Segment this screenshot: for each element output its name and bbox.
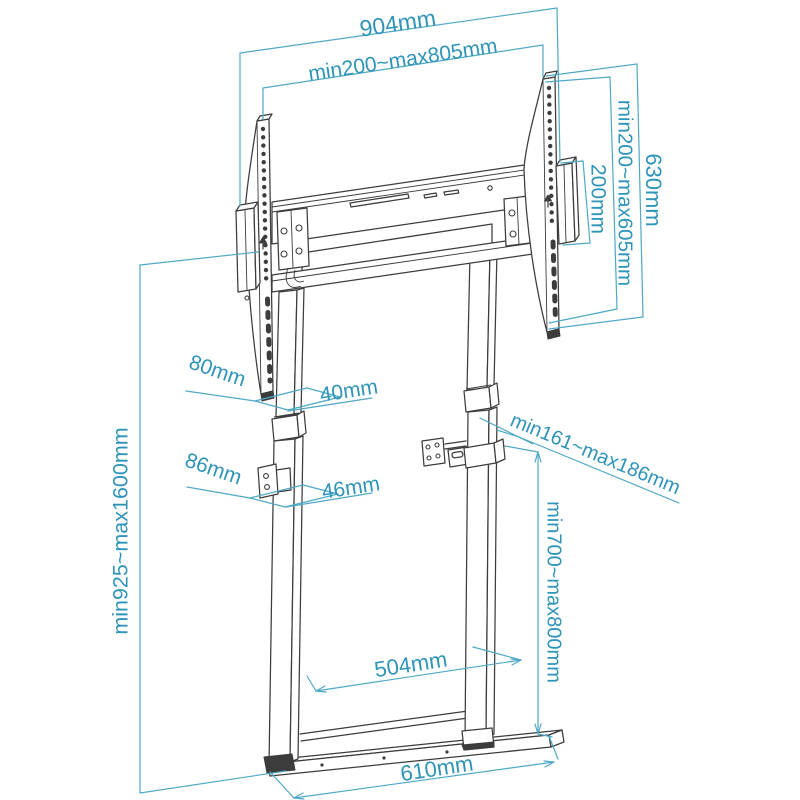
- dim-label-height-range: min925~max1600mm: [109, 427, 133, 634]
- dim-label-inner-width: 504mm: [373, 646, 449, 682]
- right-lift-column: [463, 249, 500, 740]
- mounting-bracket-left: [257, 463, 292, 499]
- right-foot: [461, 727, 495, 751]
- crossbar-assembly: [271, 162, 541, 293]
- base-back-bar: [299, 710, 469, 742]
- mounting-bracket-right: [421, 437, 506, 469]
- left-spacer-block: [235, 201, 261, 301]
- left-foot: [263, 753, 296, 774]
- dim-vesa-height: min200~max605mm: [545, 76, 637, 324]
- dim-label-bracket-offset: min161~max186mm: [507, 409, 683, 499]
- dim-label-vesa-width: min200~max805mm: [307, 34, 499, 85]
- dim-label-overall-width: 904mm: [358, 5, 438, 42]
- dim-label-lower-column-width: 46mm: [320, 472, 381, 503]
- dim-label-upper-column-width: 40mm: [318, 375, 379, 406]
- dim-label-lower-column-depth: 86mm: [182, 449, 245, 490]
- dim-base-width: 610mm: [269, 735, 559, 800]
- vesa-rail-right: [523, 70, 561, 340]
- right-spacer-block: [555, 156, 580, 245]
- dim-label-lift-range: min700~max800mm: [543, 501, 565, 683]
- dim-lift-range: min700~max800mm: [504, 445, 565, 738]
- dim-label-vesa-height: min200~max605mm: [614, 100, 637, 286]
- dim-label-bracket-total-height: 630mm: [641, 153, 666, 226]
- dim-bracket-total-height: 630mm: [545, 63, 666, 330]
- up-arrow-icon: [544, 194, 552, 202]
- left-lift-column: [268, 287, 307, 766]
- dim-spacer-height: 200mm: [560, 160, 609, 246]
- dim-bracket-offset: min161~max186mm: [479, 409, 683, 504]
- dim-vesa-width: min200~max805mm: [262, 34, 544, 120]
- dim-label-spacer-height: 200mm: [586, 164, 609, 234]
- dim-label-upper-column-depth: 80mm: [186, 351, 249, 392]
- dim-height-range: min925~max1600mm: [109, 251, 287, 794]
- up-arrow-icon: [259, 236, 267, 244]
